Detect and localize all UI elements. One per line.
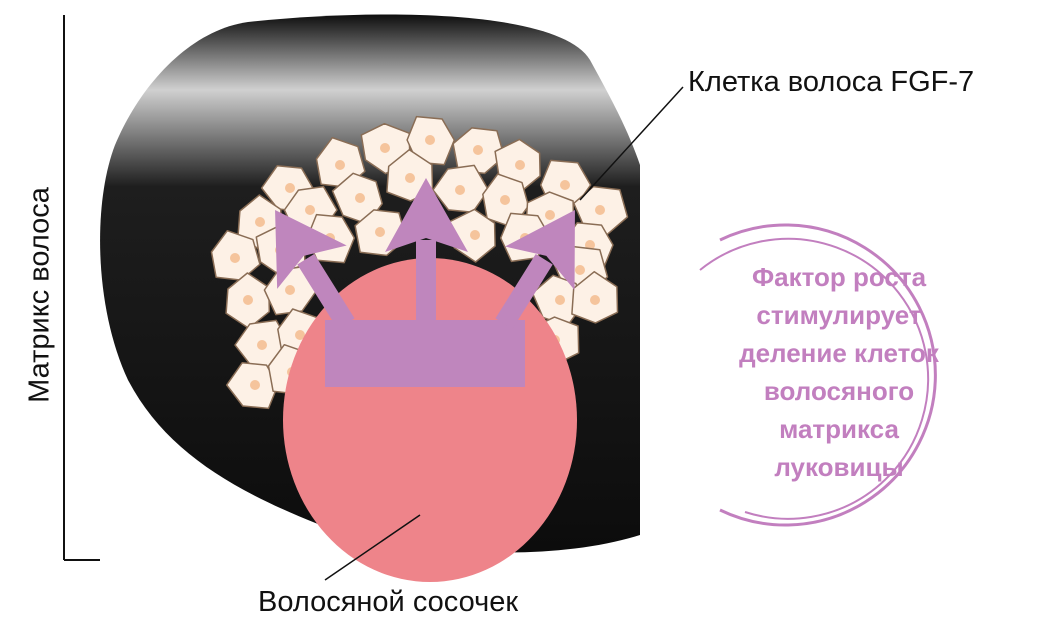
cell-nucleus: [595, 205, 605, 215]
cell-nucleus: [590, 295, 600, 305]
cell-nucleus: [285, 285, 295, 295]
cell-nucleus: [470, 230, 480, 240]
cell-nucleus: [455, 185, 465, 195]
cell-nucleus: [355, 193, 365, 203]
growth-factor-callout: Фактор роста стимулирует деление клеток …: [696, 258, 982, 486]
callout-line: матрикса: [696, 410, 982, 448]
cell-label: Клетка волоса FGF-7: [688, 66, 974, 99]
growth-factor-source: [325, 320, 525, 387]
cell-nucleus: [285, 183, 295, 193]
cell-nucleus: [243, 295, 253, 305]
cell-nucleus: [545, 210, 555, 220]
cell-nucleus: [255, 217, 265, 227]
callout-line: деление клеток: [696, 334, 982, 372]
cell-nucleus: [473, 145, 483, 155]
cell-nucleus: [500, 195, 510, 205]
cell-nucleus: [257, 340, 267, 350]
cell-nucleus: [575, 265, 585, 275]
cell-nucleus: [305, 205, 315, 215]
cell-nucleus: [230, 253, 240, 263]
papilla-label: Волосяной сосочек: [258, 586, 518, 619]
cell-nucleus: [380, 143, 390, 153]
cell-nucleus: [335, 160, 345, 170]
cell-nucleus: [405, 173, 415, 183]
cell-nucleus: [515, 160, 525, 170]
callout-line: Фактор роста: [696, 258, 982, 296]
cell-nucleus: [555, 295, 565, 305]
matrix-label: Матрикс волоса: [24, 187, 57, 403]
cell-nucleus: [250, 380, 260, 390]
callout-line: волосяного: [696, 372, 982, 410]
callout-line: луковицы: [696, 448, 982, 486]
cell-nucleus: [425, 135, 435, 145]
callout-line: стимулирует: [696, 296, 982, 334]
cell-nucleus: [375, 227, 385, 237]
cell-nucleus: [560, 180, 570, 190]
